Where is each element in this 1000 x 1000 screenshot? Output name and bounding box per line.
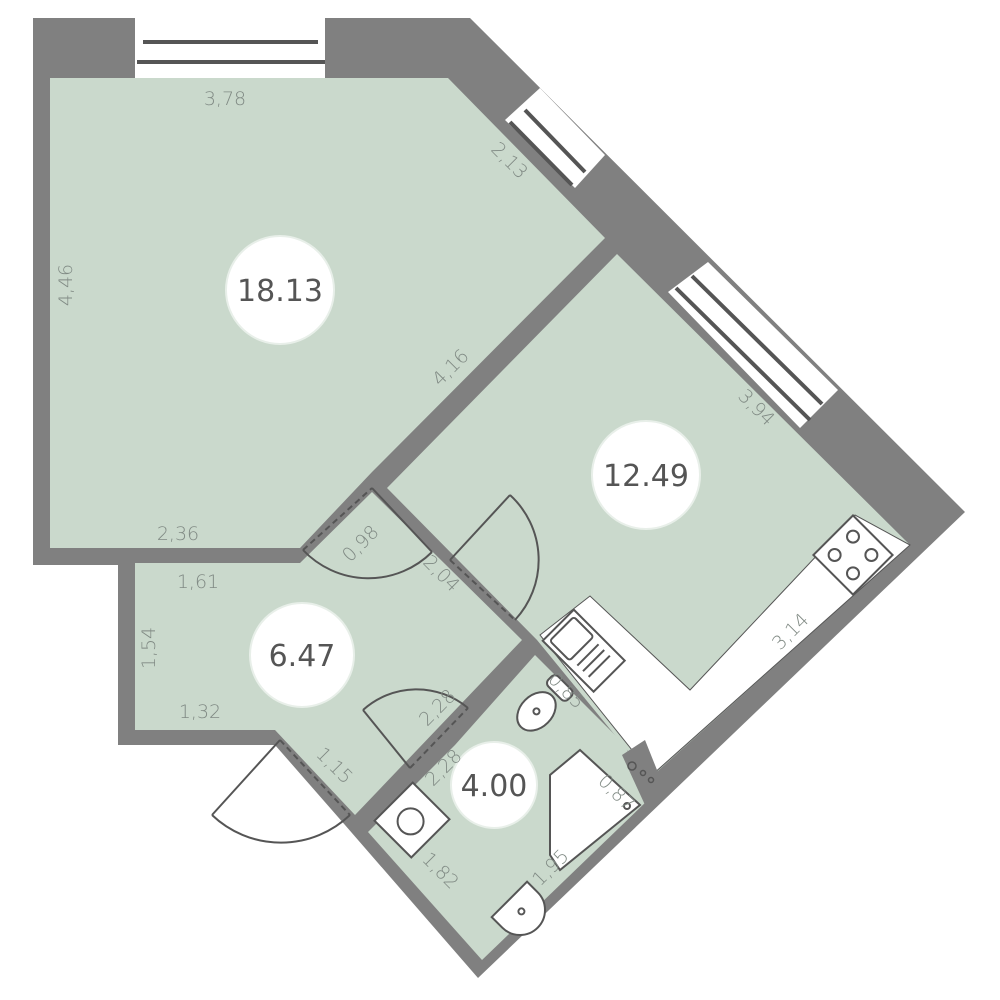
dimension-label: 4,46 [55, 264, 77, 306]
dimension-label: 1,32 [179, 701, 221, 723]
dimension-label: 1,54 [138, 627, 160, 669]
stove-icon [811, 513, 895, 597]
door-icon[interactable] [362, 688, 469, 769]
door-icon[interactable] [302, 487, 433, 580]
window-icon[interactable] [135, 18, 325, 78]
svg-text:4.00: 4.00 [461, 769, 528, 804]
area-badge-room-large: 18.13 [225, 235, 335, 345]
ventilation-shaft-icon [627, 761, 655, 784]
entrance-door-icon[interactable] [211, 739, 351, 844]
area-badge-kitchen-room: 12.49 [591, 420, 701, 530]
dimension-label: 1,61 [177, 571, 219, 593]
svg-text:18.13: 18.13 [237, 274, 323, 309]
washing-machine-icon [373, 781, 451, 859]
door-icon[interactable] [449, 494, 540, 621]
washbasin-icon [490, 880, 546, 936]
bathtub-icon [549, 748, 642, 872]
window-icon[interactable] [668, 262, 838, 428]
dimension-label: 3,78 [204, 88, 246, 110]
svg-text:12.49: 12.49 [603, 459, 689, 494]
dimension-label: 2,36 [157, 523, 199, 545]
window-icon[interactable] [505, 88, 605, 188]
ventilation-shaft [622, 740, 665, 805]
svg-text:6.47: 6.47 [269, 639, 336, 674]
area-badge-bathroom: 4.00 [450, 741, 538, 829]
toilet-icon [516, 674, 574, 732]
area-badge-hallway: 6.47 [249, 602, 355, 708]
sink-icon [541, 608, 627, 694]
